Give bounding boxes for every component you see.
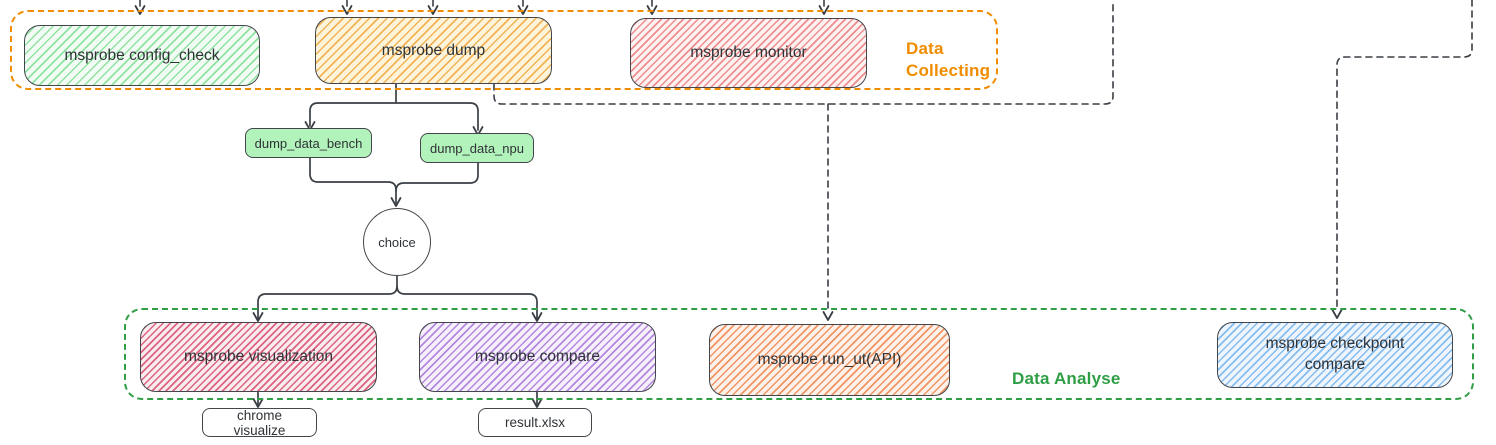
node-msprobe-visualization: msprobe visualization — [140, 322, 377, 392]
group-data-collecting — [10, 10, 998, 90]
group-data-collecting-label: Data Collecting — [906, 39, 991, 81]
node-label: msprobe checkpoint compare — [1265, 335, 1405, 373]
node-label: msprobe run_ut(API) — [757, 351, 902, 368]
node-msprobe-checkpoint-compare: msprobe checkpoint compare — [1217, 322, 1453, 388]
node-label: msprobe visualization — [183, 348, 334, 365]
arrowheads — [134, 5, 1343, 408]
node-label: choice — [378, 234, 416, 250]
group-data-analyse-label: Data Analyse — [1012, 369, 1121, 388]
node-msprobe-run-ut: msprobe run_ut(API) — [709, 324, 950, 396]
node-result-xlsx: result.xlsx — [478, 408, 592, 437]
node-msprobe-dump: msprobe dump — [315, 17, 552, 84]
node-label: chrome visualize — [233, 407, 286, 438]
node-msprobe-monitor: msprobe monitor — [630, 18, 867, 88]
node-chrome-visualize: chrome visualize — [202, 407, 317, 438]
node-msprobe-compare: msprobe compare — [419, 322, 656, 392]
node-label: msprobe dump — [381, 41, 486, 59]
node-msprobe-config-check: msprobe config_check — [24, 25, 260, 86]
group-data-analyse — [124, 308, 1474, 400]
solid-connectors — [257, 83, 538, 405]
node-choice: choice — [363, 208, 431, 276]
node-dump-data-npu: dump_data_npu — [420, 133, 534, 163]
node-label: msprobe compare — [475, 348, 600, 365]
node-dump-data-bench: dump_data_bench — [245, 128, 372, 158]
node-label: msprobe config_check — [64, 46, 220, 64]
node-label: msprobe monitor — [690, 44, 807, 61]
node-label: dump_data_bench — [254, 135, 363, 151]
node-label: result.xlsx — [504, 415, 565, 430]
node-label: dump_data_npu — [430, 140, 524, 156]
dashed-connectors — [139, 0, 1473, 314]
